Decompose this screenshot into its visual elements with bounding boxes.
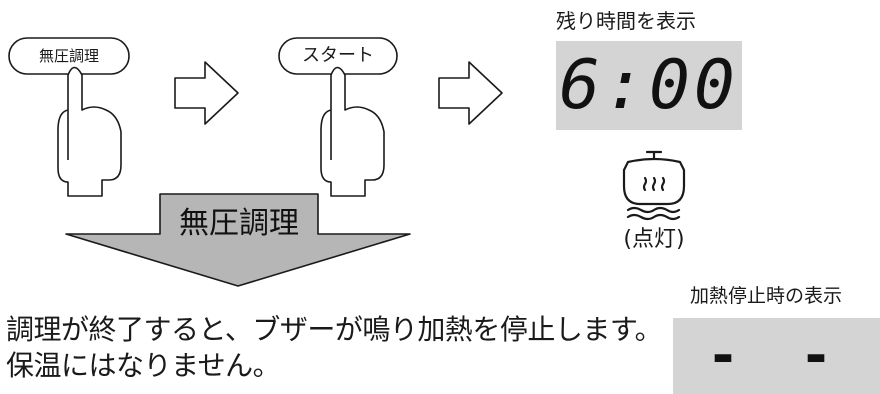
- remaining-time-caption: 残り時間を表示: [556, 9, 696, 33]
- stop-display-value: - -: [706, 324, 847, 387]
- time-display-value: 6:00: [559, 46, 739, 125]
- description-line-2: 保温にはなりません。: [6, 349, 281, 382]
- mode-banner-label: 無圧調理: [179, 206, 299, 241]
- button-label-1[interactable]: 無圧調理: [38, 47, 99, 65]
- description-line-1: 調理が終了すると、ブザーが鳴り加熱を停止します。: [6, 313, 663, 346]
- icon-status-caption: (点灯): [623, 227, 685, 252]
- button-label-2[interactable]: スタート: [302, 45, 374, 66]
- time-display-panel: [556, 41, 742, 130]
- stop-display-caption: 加熱停止時の表示: [690, 285, 843, 307]
- stop-display-panel: [673, 318, 880, 394]
